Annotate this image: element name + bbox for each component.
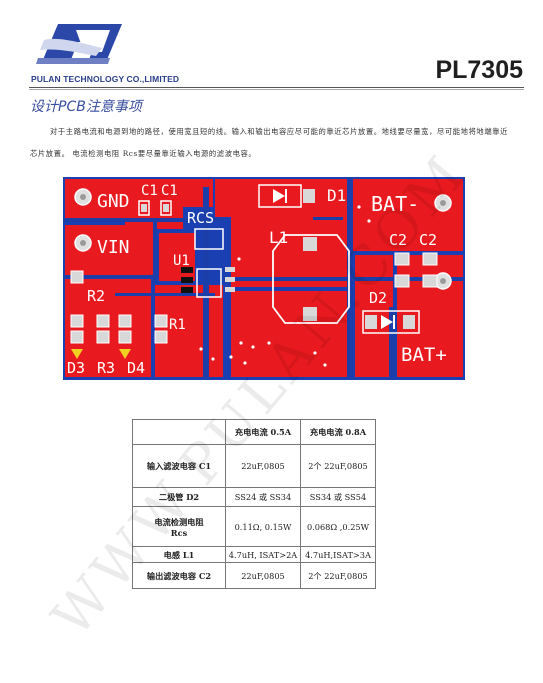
- table-row: 电感 L1 4.7uH, ISAT>2A 4.7uH,ISAT>3A: [132, 546, 376, 563]
- table-cell: SS24 或 SS34: [225, 487, 301, 507]
- table-cell: 4.7uH, ISAT>2A: [225, 546, 301, 563]
- table-row-label: 电感 L1: [132, 546, 226, 563]
- table-row: 输入滤波电容 C1 22uF,0805 2个 22uF,0805: [132, 444, 376, 488]
- label-vin: VIN: [97, 237, 130, 258]
- label-gnd: GND: [97, 191, 130, 212]
- label-d1: D1: [327, 186, 346, 205]
- table-cell: 2个 22uF,0805: [300, 444, 376, 488]
- part-number: PL7305: [435, 56, 523, 84]
- section-title: 设计PCB注意事项: [30, 99, 142, 115]
- label-l1: L1: [269, 228, 288, 247]
- label-c2-b: C2: [419, 231, 437, 249]
- label-bat-plus: BAT+: [401, 344, 447, 366]
- table-row: 输出滤波电容 C2 22uF,0805 2个 22uF,0805: [132, 562, 376, 589]
- label-u1: U1: [173, 253, 190, 269]
- header-divider-secondary: [29, 89, 524, 90]
- table-row: 电流检测电阻 Rcs 0.11Ω, 0.15W 0.068Ω ,0.25W: [132, 506, 376, 547]
- table-header-cell: 充电电流 0.5A: [225, 419, 301, 445]
- table-cell: 0.068Ω ,0.25W: [300, 506, 376, 547]
- pcb-layout-image: GND C1 C1 D1 BAT- RCS VIN L1 C2 C2 U1 R2…: [63, 177, 465, 380]
- header-divider: [29, 87, 524, 88]
- table-cell: 22uF,0805: [225, 562, 301, 589]
- label-r1: R1: [169, 317, 186, 333]
- table-row-label: 输出滤波电容 C2: [132, 562, 226, 589]
- label-rcs: RCS: [187, 209, 214, 227]
- table-header-row: 充电电流 0.5A 充电电流 0.8A: [132, 419, 376, 445]
- label-c1-b: C1: [161, 183, 178, 199]
- table-row-label: 二极管 D2: [132, 487, 226, 507]
- label-d2: D2: [369, 289, 387, 307]
- label-r3: R3: [97, 359, 115, 377]
- table-row-label-sub: Rcs: [170, 527, 188, 538]
- table-cell: 0.11Ω, 0.15W: [225, 506, 301, 547]
- table-header-cell: [132, 419, 226, 445]
- table-row-label: 电流检测电阻 Rcs: [132, 506, 226, 547]
- table-cell: SS34 或 SS54: [300, 487, 376, 507]
- label-c1-a: C1: [141, 183, 158, 199]
- table-header-cell: 充电电流 0.8A: [300, 419, 376, 445]
- table-row: 二极管 D2 SS24 或 SS34 SS34 或 SS54: [132, 487, 376, 507]
- table-cell: 2个 22uF,0805: [300, 562, 376, 589]
- table-row-label-main: 电流检测电阻: [154, 516, 204, 527]
- label-r2: R2: [87, 287, 105, 305]
- label-d4: D4: [127, 359, 145, 377]
- component-spec-table: 充电电流 0.5A 充电电流 0.8A 输入滤波电容 C1 22uF,0805 …: [132, 419, 376, 589]
- table-cell: 22uF,0805: [225, 444, 301, 488]
- table-cell: 4.7uH,ISAT>3A: [300, 546, 376, 563]
- table-row-label: 输入滤波电容 C1: [132, 444, 226, 488]
- label-bat-minus: BAT-: [371, 192, 419, 216]
- label-c2-a: C2: [389, 231, 407, 249]
- company-name: PULAN TECHNOLOGY CO.,LIMITED: [31, 74, 180, 84]
- label-d3: D3: [67, 359, 85, 377]
- design-notes-paragraph: 对于主路电流和电源到地的路径，使用宽且短的线。输入和输出电容应尽可能的靠近芯片放…: [30, 127, 509, 158]
- pulan-logo-icon: [36, 18, 126, 72]
